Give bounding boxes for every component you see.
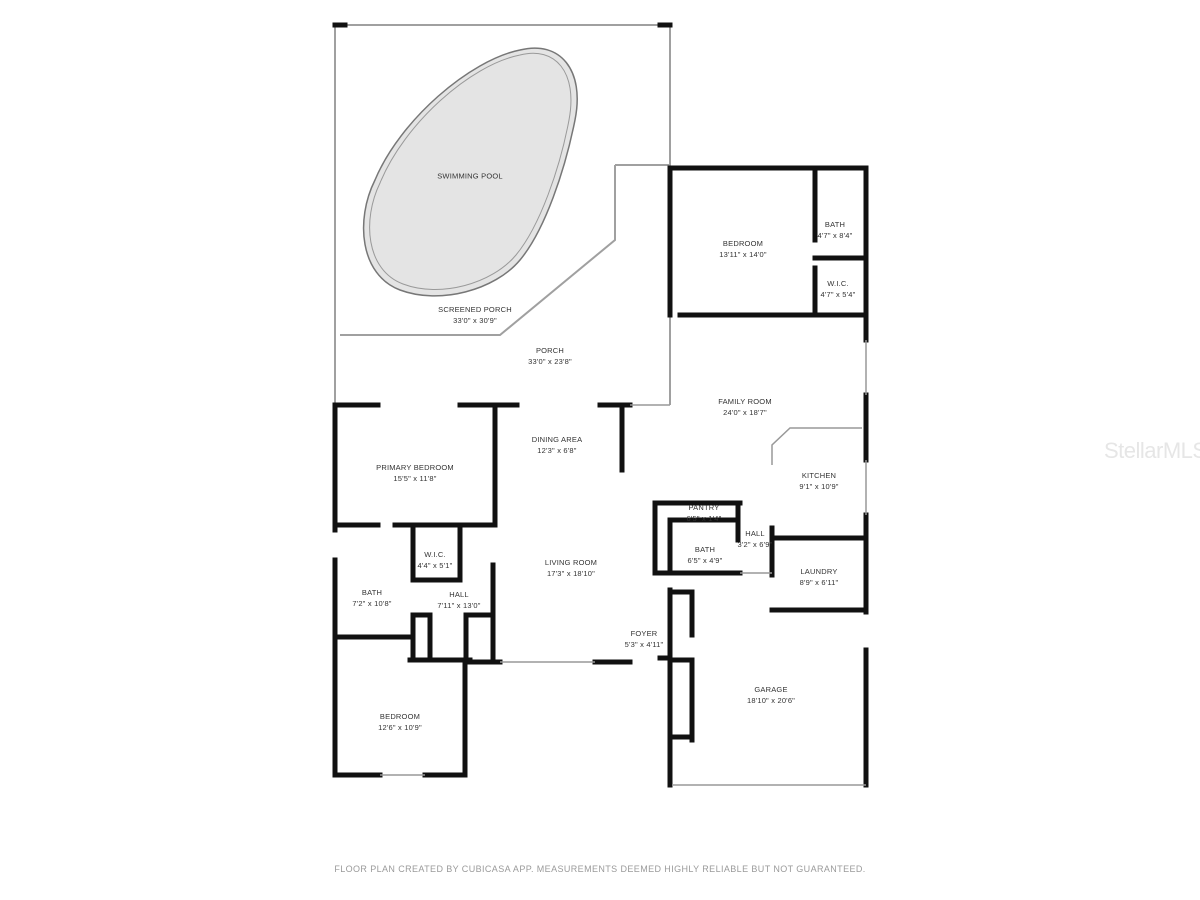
room-dims: 8'9" x 6'11" [799, 578, 839, 587]
swimming-pool [362, 47, 578, 297]
room-living-room: LIVING ROOM 17'3" x 18'10" [545, 557, 597, 579]
screen-lines [334, 24, 671, 405]
room-name: BEDROOM [379, 712, 421, 721]
room-screened-porch: SCREENED PORCH 33'0" x 30'9" [438, 304, 512, 326]
room-dims: 4'7" x 8'4" [817, 231, 853, 240]
room-bedroom-sw: BEDROOM 12'6" x 10'9" [378, 711, 422, 733]
room-name: DINING AREA [531, 435, 583, 444]
room-name: BATH [824, 220, 846, 229]
room-name: SCREENED PORCH [438, 305, 512, 314]
room-dims: 12'3" x 6'8" [537, 446, 577, 455]
room-dims: 13'11" x 14'0" [719, 250, 767, 259]
room-dims: 6'5" x 1'4" [686, 514, 722, 523]
room-dims: 4'4" x 5'1" [417, 561, 453, 570]
room-dims: 17'3" x 18'10" [546, 569, 596, 578]
room-name: FOYER [630, 629, 658, 638]
room-name: PANTRY [688, 503, 720, 512]
room-dims: 7'11" x 13'0" [437, 601, 481, 610]
room-swimming-pool: SWIMMING POOL [437, 171, 503, 182]
room-name: BATH [361, 588, 383, 597]
room-wic-w: W.I.C. 4'4" x 5'1" [418, 549, 453, 571]
watermark-logo: StellarMLS [1104, 438, 1200, 463]
room-name: HALL [745, 529, 765, 538]
walls [332, 22, 869, 788]
room-name: SWIMMING POOL [437, 171, 503, 181]
room-dims: 9'1" x 10'9" [799, 482, 839, 491]
room-name: GARAGE [754, 685, 788, 694]
room-laundry: LAUNDRY 8'9" x 6'11" [800, 566, 839, 588]
room-bath-ne: BATH 4'7" x 8'4" [818, 219, 853, 241]
room-hall-e: HALL 3'2" x 6'9" [738, 528, 773, 550]
room-dims: 12'6" x 10'9" [378, 723, 422, 732]
room-kitchen: KITCHEN 9'1" x 10'9" [799, 470, 838, 492]
room-wic-ne: W.I.C. 4'7" x 5'4" [821, 278, 856, 300]
room-garage: GARAGE 18'10" x 20'6" [747, 684, 795, 706]
room-name: HALL [449, 590, 469, 599]
room-name: BEDROOM [722, 239, 764, 248]
room-dims: 18'10" x 20'6" [746, 696, 796, 705]
room-bedroom-ne: BEDROOM 13'11" x 14'0" [719, 238, 767, 260]
room-primary-bedroom: PRIMARY BEDROOM 15'5" x 11'8" [376, 462, 454, 484]
room-bath-w: BATH 7'2" x 10'8" [352, 587, 391, 609]
room-pantry: PANTRY 6'5" x 1'4" [687, 502, 722, 524]
room-dims: 7'2" x 10'8" [352, 599, 392, 608]
room-dims: 3'2" x 6'9" [737, 540, 773, 549]
room-name: LAUNDRY [800, 567, 838, 576]
room-name: BATH [694, 545, 716, 554]
room-dims: 33'0" x 23'8" [528, 357, 572, 366]
room-name: KITCHEN [801, 471, 837, 480]
thin-lines [380, 340, 867, 786]
room-name: FAMILY ROOM [718, 397, 772, 406]
room-dims: 5'3" x 4'11" [624, 640, 664, 649]
room-dims: 33'0" x 30'9" [453, 316, 497, 325]
room-porch: PORCH 33'0" x 23'8" [528, 345, 572, 367]
room-name: LIVING ROOM [544, 558, 598, 567]
room-name: PORCH [535, 346, 565, 355]
room-dims: 4'7" x 5'4" [820, 290, 856, 299]
room-name: PRIMARY BEDROOM [376, 463, 454, 472]
room-dims: 15'5" x 11'8" [393, 474, 437, 483]
room-name: W.I.C. [827, 279, 849, 288]
room-dims: 24'0" x 18'7" [723, 408, 767, 417]
footer-disclaimer: FLOOR PLAN CREATED BY CUBICASA APP. MEAS… [334, 864, 866, 874]
room-dining-area: DINING AREA 12'3" x 6'8" [532, 434, 583, 456]
room-foyer: FOYER 5'3" x 4'11" [625, 628, 664, 650]
room-family-room: FAMILY ROOM 24'0" x 18'7" [718, 396, 772, 418]
room-bath-e: BATH 6'5" x 4'9" [688, 544, 723, 566]
room-name: W.I.C. [424, 550, 446, 559]
room-hall-w: HALL 7'11" x 13'0" [437, 589, 480, 611]
room-dims: 6'5" x 4'9" [687, 556, 723, 565]
